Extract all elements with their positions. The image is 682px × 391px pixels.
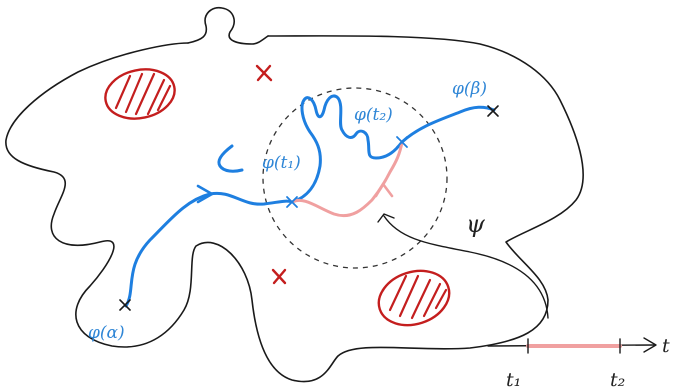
domain-boundary bbox=[5, 35, 584, 383]
t-axis-arrowhead bbox=[643, 337, 657, 353]
label-psi: ψ bbox=[466, 210, 486, 238]
dashed-neighborhood-circle bbox=[262, 87, 448, 269]
label-t: t bbox=[662, 335, 670, 357]
label-phi-beta: φ(β) bbox=[452, 79, 487, 99]
curve-phi bbox=[124, 94, 496, 308]
excluded-region-lower-right bbox=[377, 269, 451, 327]
singularity-mark-upper bbox=[255, 64, 273, 82]
label-phi-t1: φ(t₁) bbox=[262, 153, 301, 173]
point-alpha-mark bbox=[119, 299, 131, 311]
point-t1-mark bbox=[286, 196, 298, 208]
label-t1: t₁ bbox=[506, 369, 521, 391]
label-phi-t2: φ(t₂) bbox=[354, 105, 393, 125]
blue-hook bbox=[217, 144, 244, 173]
singularity-mark-lower bbox=[271, 268, 287, 285]
point-beta-mark bbox=[487, 105, 499, 117]
curve-psi-segment bbox=[290, 140, 404, 217]
label-phi-alpha: φ(α) bbox=[88, 323, 125, 343]
boundary-bump bbox=[187, 6, 269, 45]
label-t2: t₂ bbox=[610, 369, 625, 391]
psi-mapping-arrow bbox=[383, 215, 549, 319]
point-t2-mark bbox=[396, 136, 408, 148]
excluded-region-upper-left bbox=[104, 68, 176, 120]
curve-psi-arrow bbox=[374, 182, 394, 198]
psi-mapping-arrowhead bbox=[377, 213, 395, 223]
curve-phi-arrow bbox=[196, 184, 214, 204]
parameter-axis bbox=[487, 337, 657, 354]
